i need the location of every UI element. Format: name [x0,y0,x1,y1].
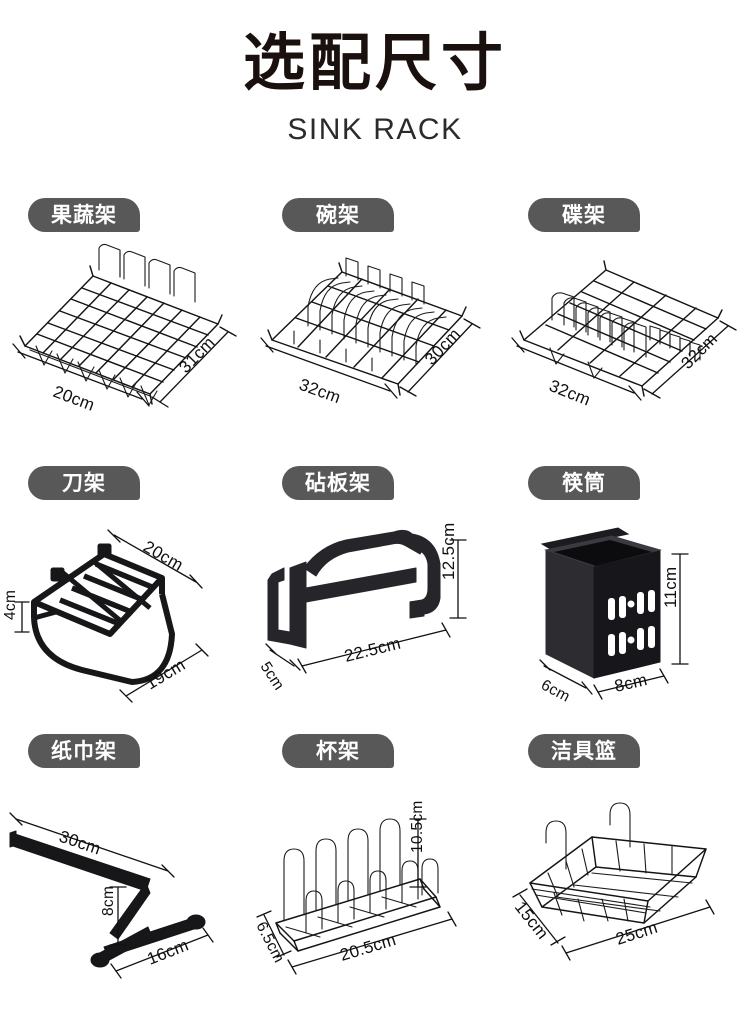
dimension-line-19cm [119,643,209,703]
product-label-bowl-rack: 碗架 [282,198,394,232]
product-illustration-knife-rack: 4cm 20cm 19cm [0,502,250,726]
dimension-label-d1: 25cm [613,918,660,949]
dimension-line-10.5cm [409,818,427,888]
product-illustration-fruit-vegetable-rack: 20cm 31cm [0,234,250,458]
product-illustration-chopstick-holder: 11cm 8cm 6cm [500,502,750,726]
product-cell-bowl-rack[interactable]: 碗架 [250,190,500,458]
dimension-label-d2: 10.5cm [409,800,426,853]
dimension-label-d3: 5cm [257,659,288,694]
dimension-line-11cm [671,553,689,665]
dimension-line-8cm [109,886,127,946]
dimension-label-d2: 12.5cm [439,522,458,580]
dimension-line-5cm [265,643,301,671]
dimension-line-30cm [9,812,175,878]
dimension-line-8cm [593,668,669,700]
product-cell-paper-towel-rack[interactable]: 纸巾架 [0,726,250,979]
dimension-line-32cm-depth [643,320,737,399]
dimension-label-d1: 20cm [51,382,98,415]
product-illustration-cup-rack: 10.5cm 6.5cm 20.5cm [250,770,500,994]
dimension-line-6.5cm [256,910,292,958]
dimension-line-15cm [512,888,566,946]
product-label-cup-rack: 杯架 [282,734,394,768]
product-cell-plate-rack[interactable]: 碟架 [500,190,750,458]
dimension-label-d2: 8cm [100,886,117,916]
product-cell-cleaning-basket[interactable]: 洁具篮 [500,726,750,976]
dimension-line-31cm [151,326,237,408]
product-illustration-plate-rack: 32cm 32cm [500,234,750,458]
dimension-label-d1: 8cm [613,670,649,696]
product-cell-chopstick-holder[interactable]: 筷筒 [500,458,750,726]
product-label-fruit-vegetable-rack: 果蔬架 [28,198,140,232]
product-illustration-bowl-rack: 32cm 30cm [250,234,500,458]
dimension-line-20cm [107,529,203,589]
dimension-label-d1: 32cm [547,376,594,410]
dimension-line-32cm [260,337,398,399]
dimension-label-d2: 6cm [538,677,573,706]
dimension-line-12.5cm [449,539,467,619]
dimension-label-d1: 32cm [297,375,344,407]
product-label-paper-towel-rack: 纸巾架 [28,734,140,768]
dimension-line-20cm [12,343,150,407]
product-illustration-paper-towel-rack: 30cm 8cm 16cm [0,770,250,994]
product-grid: 果蔬架 [0,190,750,979]
dimension-label-d2: 31cm [175,333,218,377]
product-cell-fruit-vegetable-rack[interactable]: 果蔬架 [0,190,250,458]
product-label-plate-rack: 碟架 [528,198,640,232]
product-label-cutting-board-rack: 砧板架 [282,466,394,500]
product-cell-cutting-board-rack[interactable]: 砧板架 [250,458,500,726]
dimension-line-6cm [539,659,593,695]
page-subtitle: SINK RACK [287,113,463,146]
dimension-line-30cm [399,318,481,397]
dimension-line-20.5cm [287,911,457,975]
dimension-label-d1: 22.5cm [342,634,402,666]
product-label-cleaning-basket: 洁具篮 [528,734,640,768]
dimension-line-4cm [14,601,30,633]
dimension-label-d3: 11cm [661,566,680,608]
dimension-line-22.5cm [297,622,451,674]
dimension-line-25cm [561,899,715,961]
page-title: 选配尺寸 [242,26,507,99]
product-label-knife-rack: 刀架 [28,466,140,500]
product-illustration-cleaning-basket: 15cm 25cm [500,770,750,994]
product-illustration-cutting-board-rack: 12.5cm 22.5cm 5cm [250,502,500,726]
product-label-chopstick-holder: 筷筒 [528,466,640,500]
dimension-line-16cm [110,927,214,979]
dimension-label-d3: 6.5cm [252,919,287,966]
product-cell-cup-rack[interactable]: 杯架 [250,726,500,976]
dimension-label-d2: 30cm [421,325,464,369]
page-header: 选配尺寸 SINK RACK [0,0,750,150]
dimension-label-d3: 4cm [2,590,19,620]
dimension-line-32cm-width [511,337,642,401]
product-cell-knife-rack[interactable]: 刀架 [0,458,250,726]
